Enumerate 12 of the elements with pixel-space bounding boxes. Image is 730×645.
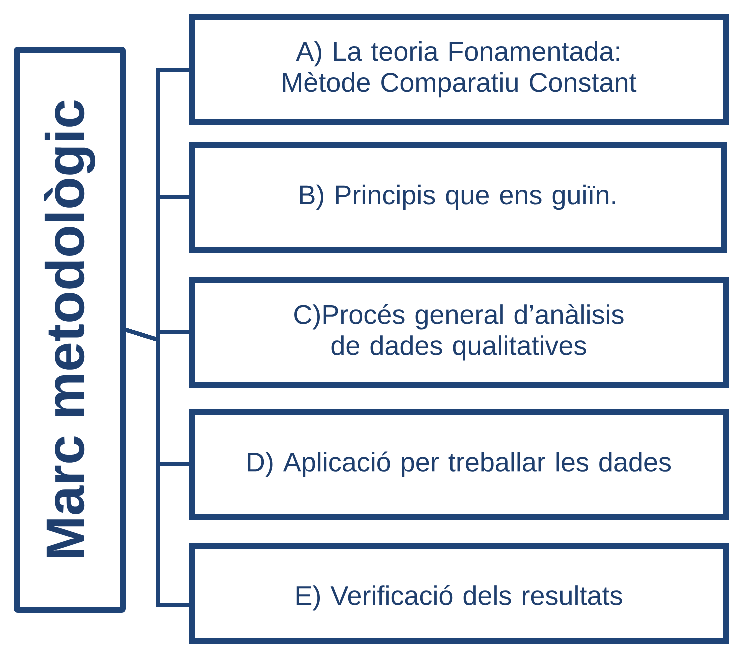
topic-text: E) Verificació dels resultats — [296, 585, 622, 611]
title-box: Marc metodològic — [14, 47, 126, 613]
topic-box — [189, 277, 729, 388]
topic-box — [189, 142, 727, 253]
topic-text: C)Procés general d’anàlisis de dades qualitatives — [294, 304, 624, 361]
topic-text: A) La teoria Fonamentada: Mètode Comparatiu Constant — [283, 41, 637, 98]
topic-text: B) Principis que ens guiïn. — [300, 184, 616, 210]
topic-box — [189, 409, 729, 520]
topic-box — [189, 14, 729, 125]
connector — [125, 328, 189, 607]
topic-box — [189, 543, 729, 644]
topic-text: D) Aplicació per treballar les dades — [248, 452, 672, 478]
